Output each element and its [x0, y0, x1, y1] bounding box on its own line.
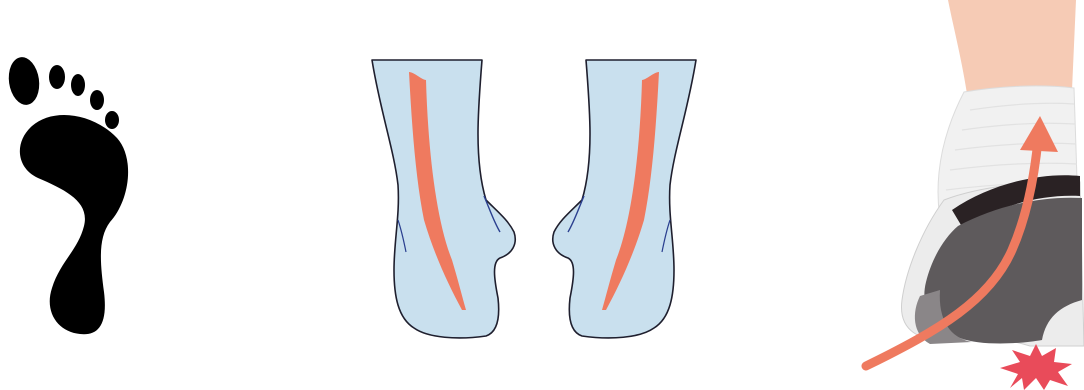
left-leg	[372, 60, 515, 338]
right-leg-shape	[553, 60, 696, 338]
impact-burst	[1000, 344, 1072, 390]
leg-skin	[948, 0, 1076, 100]
sole-shape	[20, 115, 128, 334]
big-toe	[6, 55, 42, 107]
shoe-panel	[850, 0, 1084, 390]
footprint-icon	[0, 0, 160, 390]
toe-4	[90, 90, 104, 110]
toe-5	[105, 111, 119, 129]
ankle-pair-icon	[340, 0, 720, 390]
toe-3	[71, 74, 85, 96]
shoe-heel-impact-icon	[850, 0, 1084, 390]
legs-panel	[340, 0, 720, 390]
toe-2	[49, 65, 65, 89]
right-leg	[553, 60, 696, 338]
left-leg-shape	[372, 60, 515, 338]
footprint-panel	[0, 0, 160, 390]
